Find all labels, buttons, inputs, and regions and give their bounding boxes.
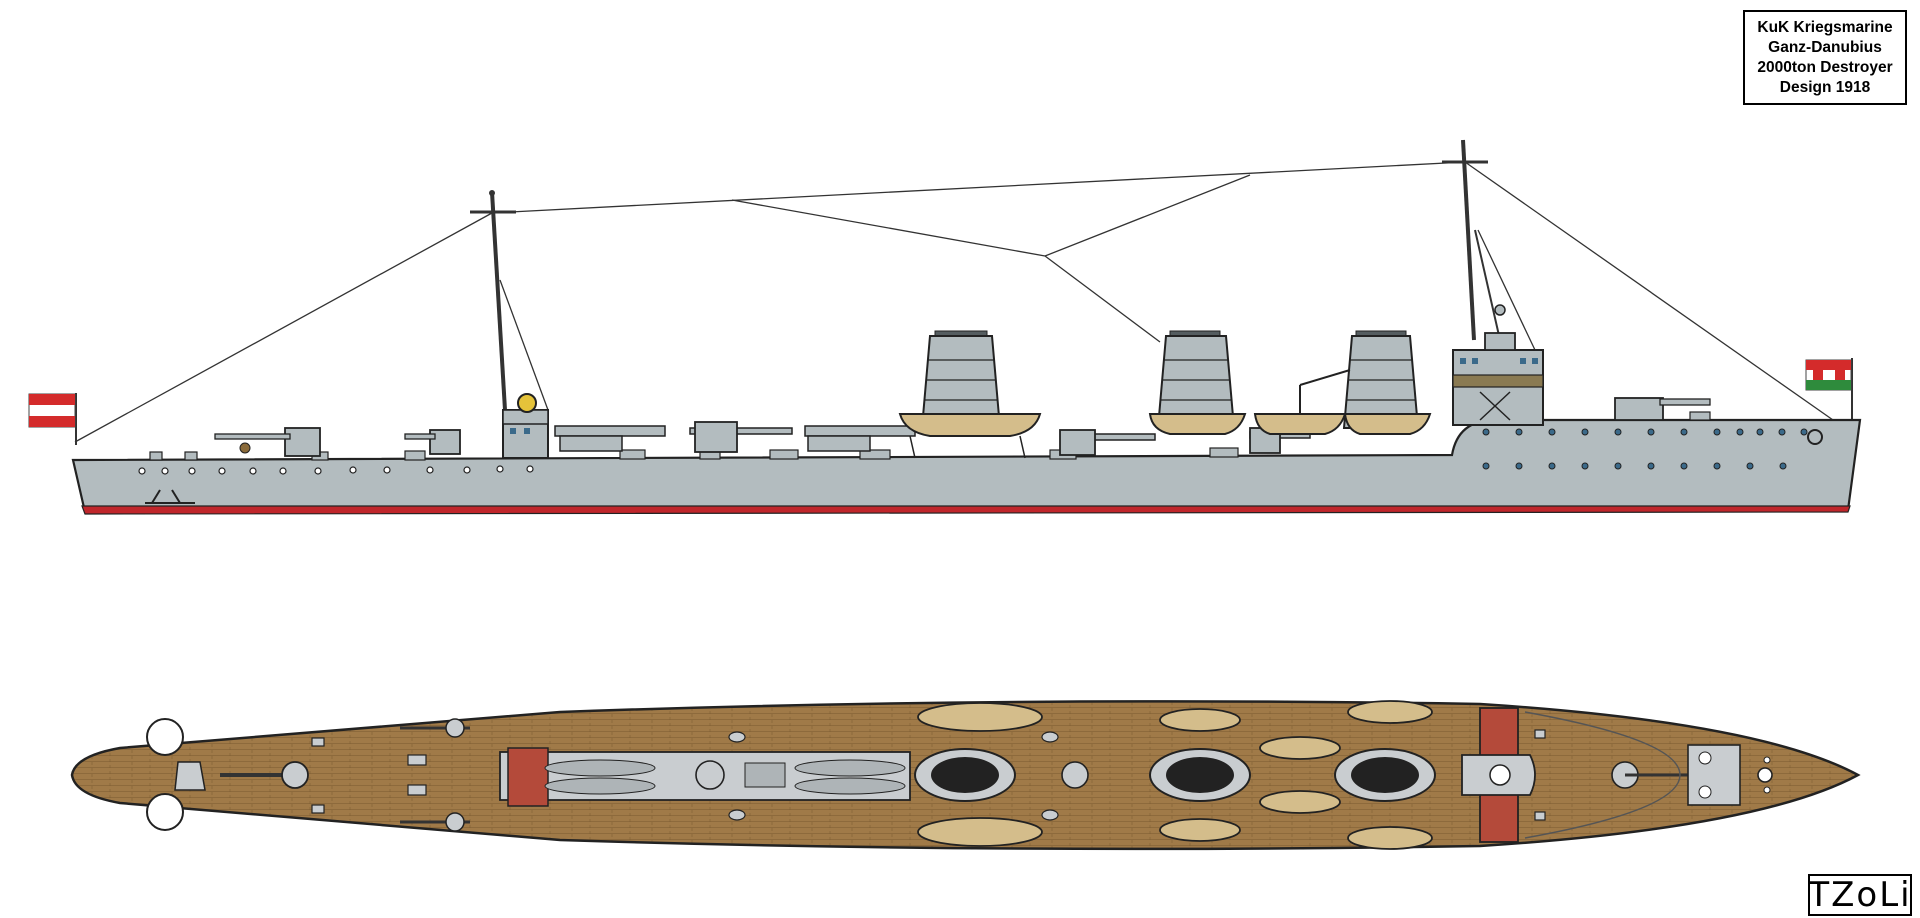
torpedo-mount-2 [804, 425, 916, 452]
gun-mount-2 [689, 421, 793, 453]
aft-gun [214, 427, 321, 457]
profile-view [28, 139, 1862, 515]
boat-3 [1253, 369, 1351, 435]
artist-signature: TZoLi [1808, 874, 1912, 916]
plan-boats [917, 700, 1433, 850]
funnel-3 [1342, 330, 1420, 429]
fore-mast [470, 190, 516, 411]
boat-1 [898, 413, 1042, 459]
gun-mount-3 [1059, 429, 1156, 456]
plan-funnels [914, 748, 1436, 802]
funnel-1 [920, 330, 1002, 429]
boat-4 [1343, 413, 1432, 435]
title-line-1: KuK Kriegsmarine [1757, 18, 1893, 36]
bridge [1452, 304, 1544, 426]
main-mast [1442, 139, 1501, 341]
plan-aft-gun [220, 761, 309, 789]
plan-vents [311, 729, 1546, 821]
plan-bridge [1461, 707, 1681, 843]
bow-flag [1805, 358, 1853, 420]
stern-flag [28, 393, 77, 445]
forward-gun [1614, 397, 1711, 421]
title-line-2: Ganz-Danubius [1768, 38, 1882, 56]
aft-searchlight-gun [404, 429, 461, 455]
anchor-icon [1807, 429, 1823, 445]
stern-hatch [174, 761, 206, 791]
aft-deckhouse [502, 393, 549, 459]
hull [71, 418, 1862, 515]
title-block: KuK Kriegsmarine Ganz-Danubius 2000ton D… [1743, 10, 1907, 105]
boat-2 [1148, 413, 1247, 435]
title-line-4: Design 1918 [1779, 78, 1871, 96]
bow-portholes [1482, 428, 1808, 470]
plan-torpedo-tubes [499, 747, 911, 807]
portholes [138, 465, 534, 475]
torpedo-mount-1 [554, 425, 666, 452]
signature-text: TZoLi [1808, 875, 1912, 915]
stern-capstans [146, 718, 184, 831]
title-line-3: 2000ton Destroyer [1757, 58, 1893, 76]
plan-view [70, 700, 1861, 851]
plan-forward-gun [1687, 744, 1773, 806]
rigging [74, 161, 1834, 443]
